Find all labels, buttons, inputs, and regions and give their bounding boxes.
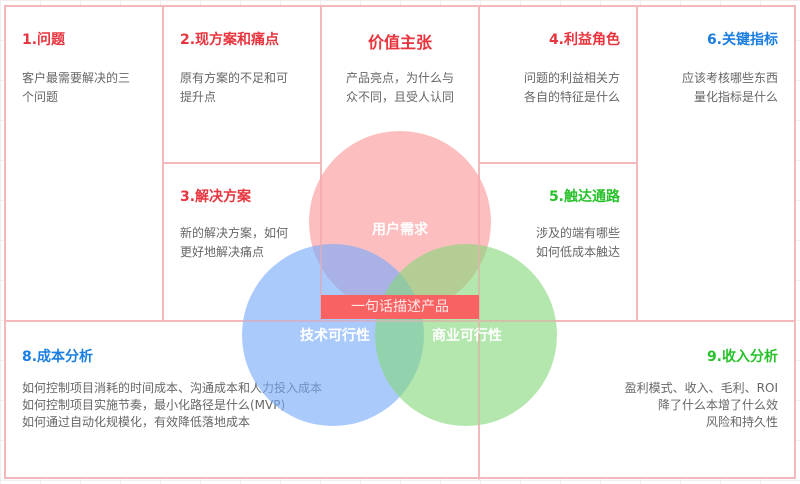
cell-title: 8.成本分析 [22,349,94,365]
cell-title: 5.触达通路 [548,189,620,205]
cell-problem: 1.问题 客户最需要解决的三 个问题 [4,5,164,322]
cell-desc: 如何控制项目消耗的时间成本、沟通成本和人力投入成本 如何控制项目实施节奏，最小化… [22,381,323,429]
cell-key-metrics: 6.关键指标 应该考核哪些东西 量化指标是什么 [636,5,796,322]
cell-desc: 盈利模式、收入、毛利、ROI 降了什么本增了什么效 风险和持久性 [624,381,778,429]
one-liner-banner: 一句话描述产品 [321,295,479,319]
user-need-label: 用户需求 [372,222,428,238]
cell-desc: 原有方案的不足和可 提升点 [180,71,289,104]
business-feasibility-circle [375,244,557,426]
divider-line [320,160,322,320]
divider-line [4,320,796,322]
business-feasibility-label: 商业可行性 [432,328,502,344]
cell-desc: 应该考核哪些东西 量化指标是什么 [681,71,778,104]
cell-desc: 产品亮点，为什么与 众不同，且受人认同 [345,71,454,104]
cell-title: 3.解决方案 [180,189,252,205]
cell-existing-solutions: 2.现方案和痛点 原有方案的不足和可 提升点 [162,5,322,164]
cell-stakeholders: 4.利益角色 问题的利益相关方 各自的特征是什么 [478,5,638,164]
cell-desc: 客户最需要解决的三 个问题 [22,71,131,104]
cell-title: 4.利益角色 [548,32,620,48]
cell-desc: 涉及的端有哪些 如何低成本触达 [535,226,620,259]
cell-title: 9.收入分析 [706,349,778,365]
cell-desc: 问题的利益相关方 各自的特征是什么 [523,71,620,104]
cell-desc: 新的解决方案，如何 更好地解决痛点 [180,226,289,259]
cell-title: 价值主张 [367,33,432,52]
cell-title: 6.关键指标 [706,32,778,48]
cell-solution: 3.解决方案 新的解决方案，如何 更好地解决痛点 [162,162,322,322]
cell-title: 1.问题 [22,32,66,48]
tech-feasibility-label: 技术可行性 [300,328,370,344]
cell-title: 2.现方案和痛点 [180,32,280,48]
